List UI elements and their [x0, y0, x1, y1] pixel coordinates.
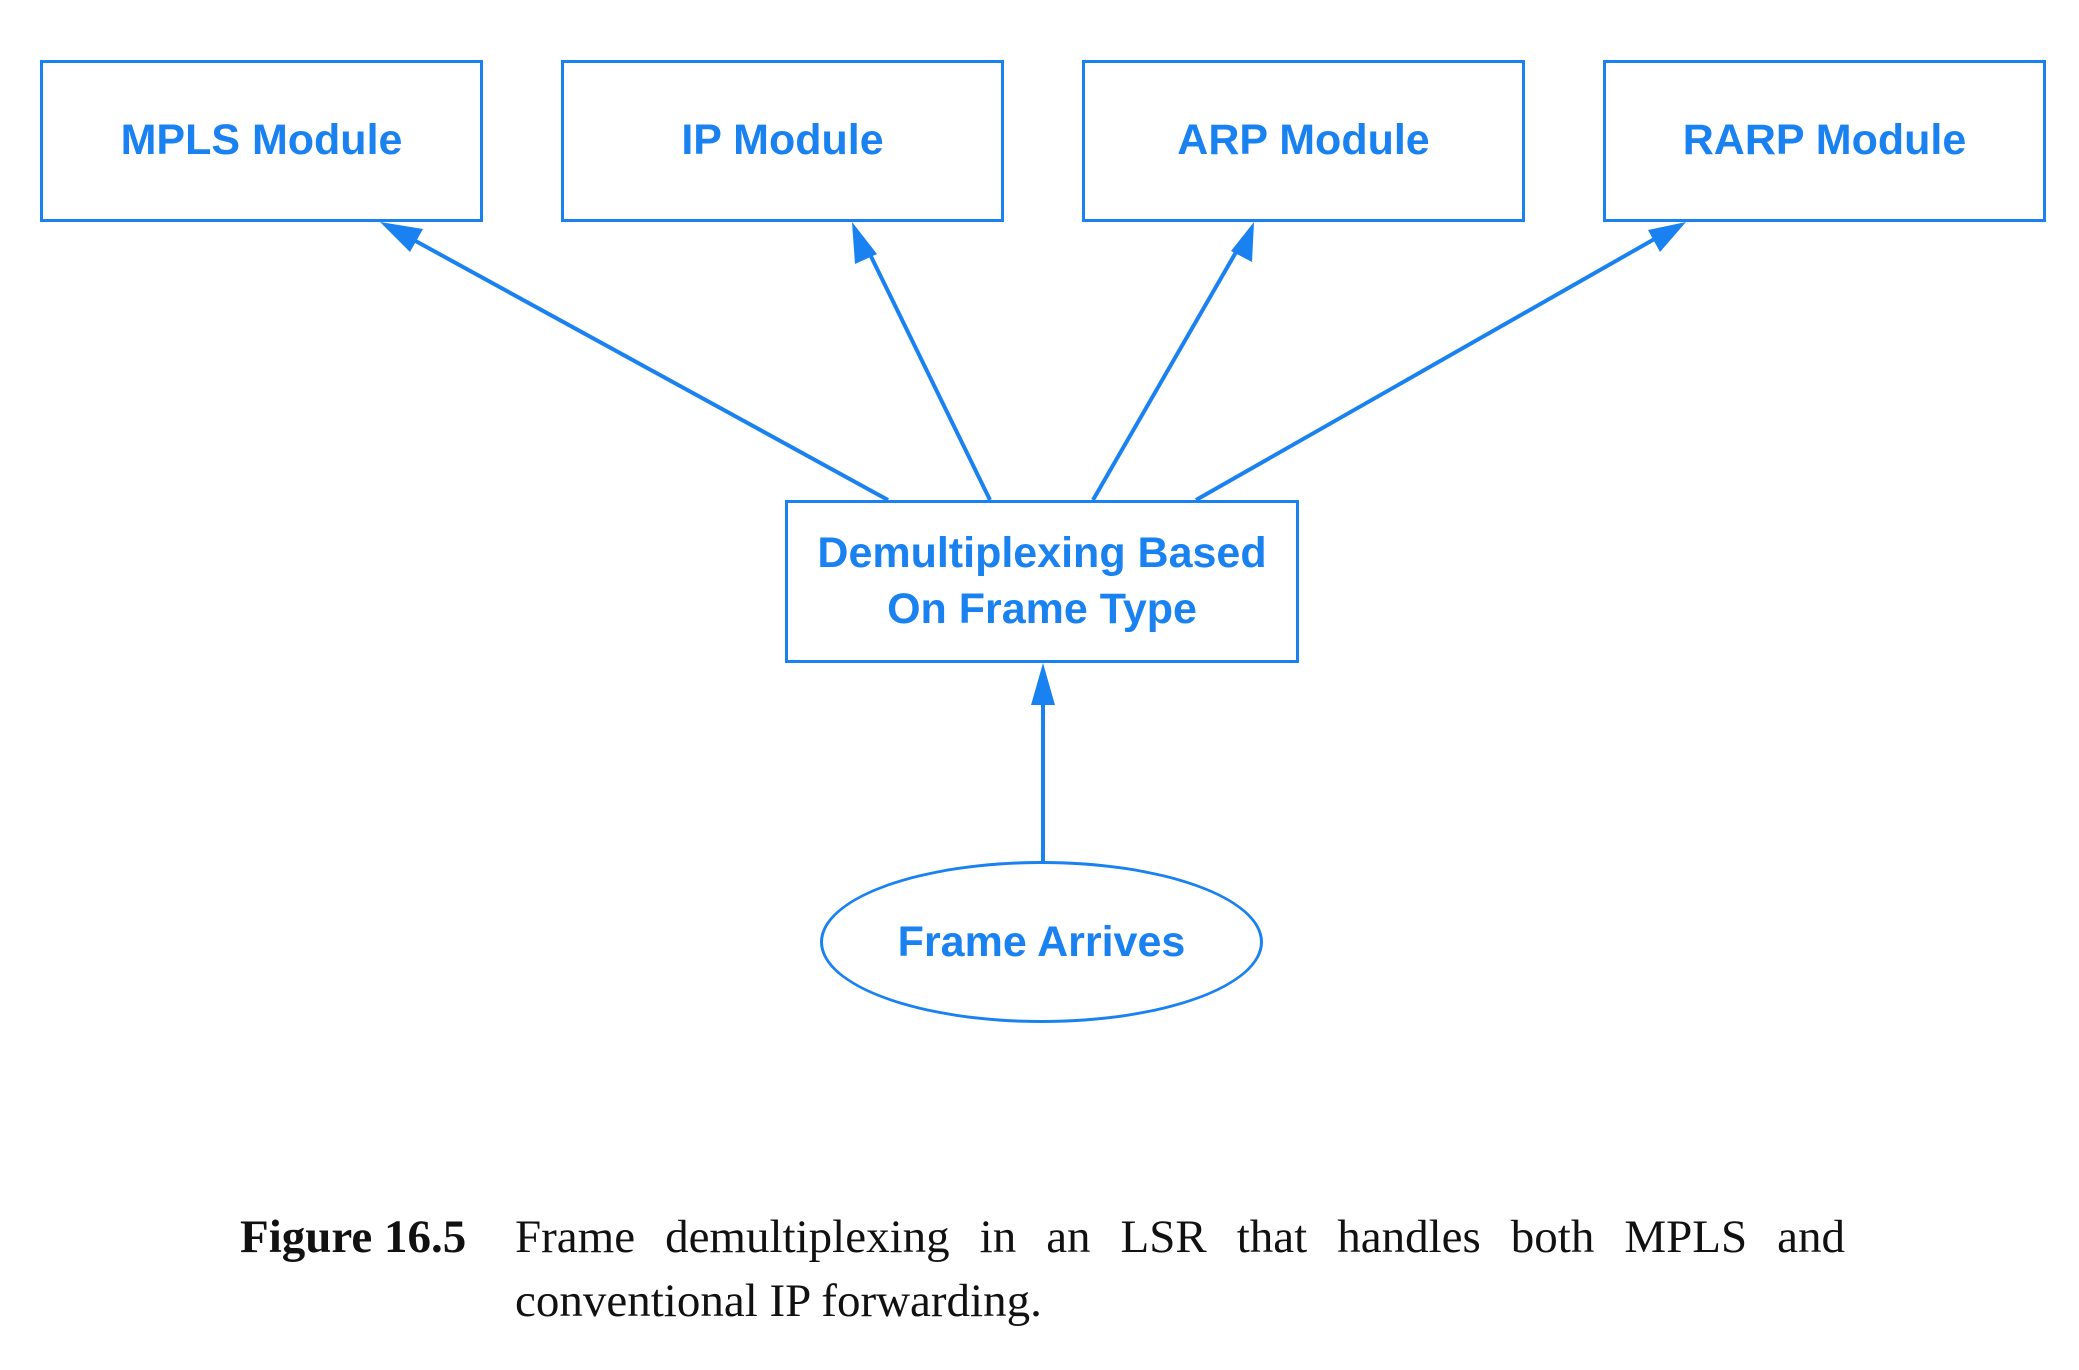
arrow-demux-to-arp	[1091, 222, 1254, 501]
arp-module-box: ARP Module	[1082, 60, 1525, 222]
frame-arrives-oval: Frame Arrives	[820, 861, 1263, 1023]
figure-caption: Figure 16.5 Frame demultiplexing in an L…	[240, 1205, 1845, 1333]
arrow-demux-to-rarp	[1195, 222, 1686, 502]
frame-arrives-label: Frame Arrives	[897, 917, 1186, 966]
arp-module-label: ARP Module	[1177, 116, 1430, 165]
figure-caption-label: Figure 16.5	[240, 1211, 467, 1263]
mpls-module-box: MPLS Module	[40, 60, 483, 222]
demultiplexing-label-line2: On Frame Type	[887, 584, 1197, 633]
arrow-frame-to-demux	[1031, 663, 1055, 861]
rarp-module-box: RARP Module	[1603, 60, 2046, 222]
demultiplexing-label: Demultiplexing Based On Frame Type	[817, 526, 1266, 638]
figure-caption-text: Frame demultiplexing in an LSR that hand…	[515, 1211, 1845, 1327]
arrow-demux-to-mpls	[380, 222, 889, 502]
ip-module-box: IP Module	[561, 60, 1004, 222]
mpls-module-label: MPLS Module	[120, 116, 403, 165]
demultiplexing-box: Demultiplexing Based On Frame Type	[785, 500, 1299, 663]
demultiplexing-label-line1: Demultiplexing Based	[817, 528, 1267, 577]
arrow-demux-to-ip	[852, 222, 992, 501]
ip-module-label: IP Module	[681, 116, 884, 165]
rarp-module-label: RARP Module	[1682, 116, 1967, 165]
